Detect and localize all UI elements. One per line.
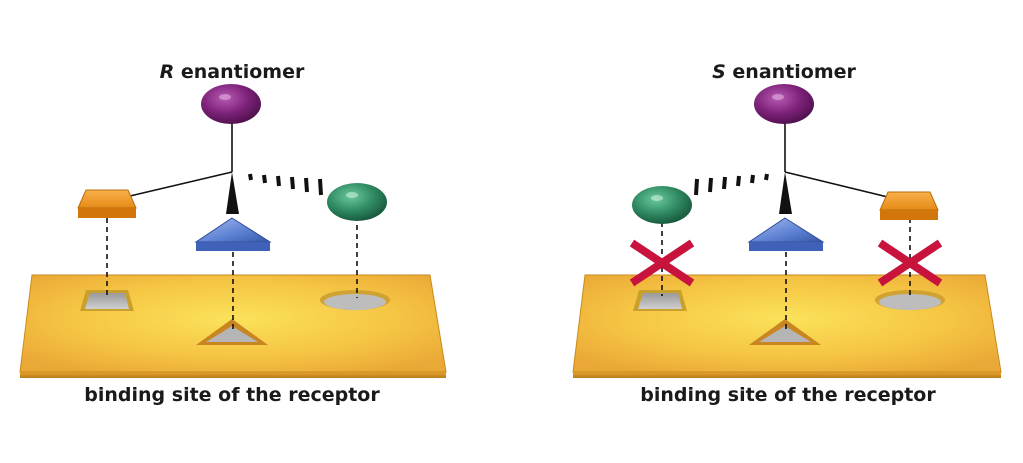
- right-panel-s-enantiomer: S enantiomer: [572, 61, 1002, 406]
- right-triangle-slot: [749, 319, 821, 345]
- left-panel-title: R enantiomer: [160, 61, 305, 83]
- left-molecule-bonds: [129, 120, 323, 214]
- right-molecule-bonds: [694, 120, 893, 214]
- mismatch-x-icon-right: [877, 239, 943, 287]
- right-title-rest: enantiomer: [726, 61, 857, 83]
- left-purple-sphere: [201, 84, 261, 124]
- left-green-sphere: [327, 183, 387, 221]
- left-orange-square-block: [77, 189, 137, 218]
- left-blue-triangle-block: [194, 217, 272, 251]
- left-round-slot: [320, 290, 390, 310]
- right-round-slot: [875, 290, 945, 310]
- left-panel-r-enantiomer: R enantiomer: [19, 61, 447, 406]
- right-title-letter: S: [712, 61, 726, 83]
- right-panel-title: S enantiomer: [712, 61, 856, 83]
- right-blue-triangle-block: [747, 217, 825, 251]
- right-green-sphere: [632, 186, 692, 224]
- left-caption: binding site of the receptor: [84, 384, 380, 406]
- right-orange-square-block: [879, 191, 939, 220]
- right-caption: binding site of the receptor: [640, 384, 936, 406]
- right-square-slot: [633, 290, 687, 311]
- left-alignment-lines: [106, 216, 358, 330]
- mismatch-x-icon-left: [629, 239, 695, 287]
- left-title-letter: R: [160, 61, 175, 83]
- left-title-rest: enantiomer: [174, 61, 305, 83]
- left-square-slot: [80, 290, 134, 311]
- left-triangle-slot: [196, 319, 268, 345]
- right-purple-sphere: [754, 84, 814, 124]
